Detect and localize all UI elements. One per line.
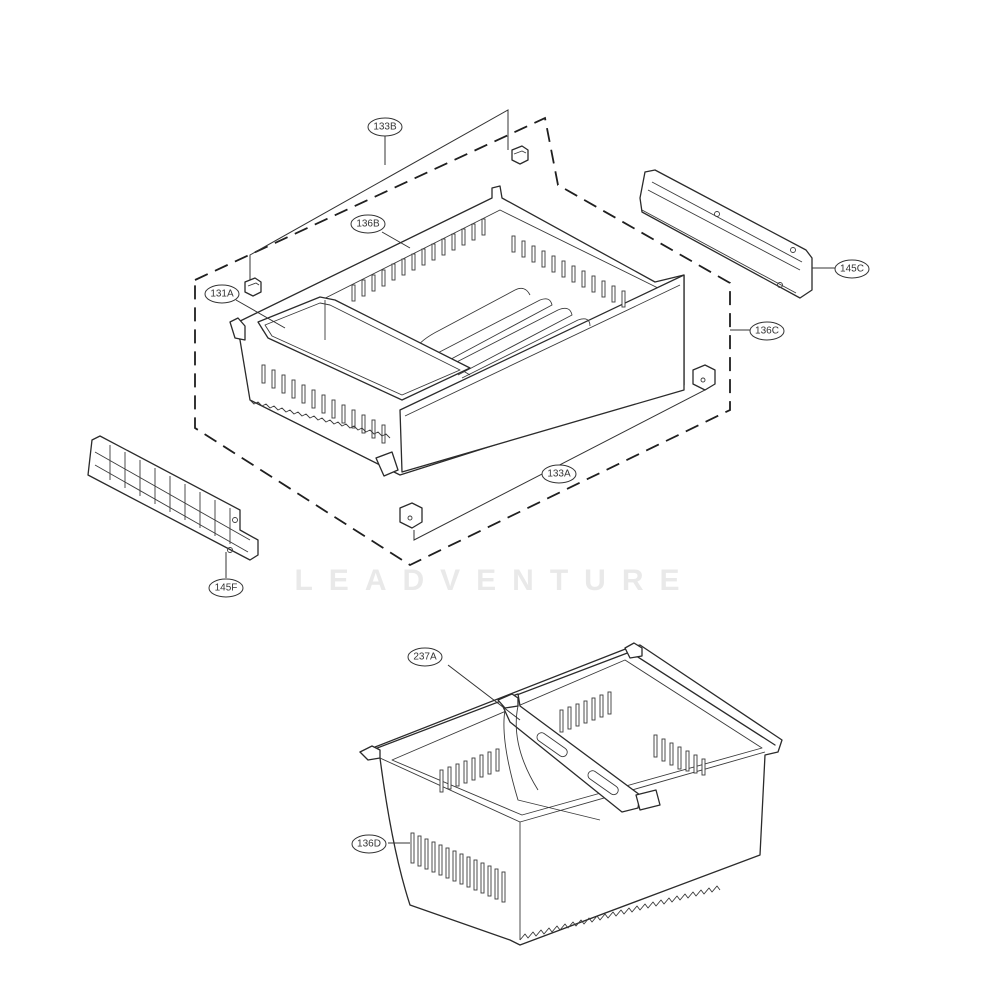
assembly-group-outline — [194, 116, 731, 567]
drawer-tray — [229, 185, 685, 477]
svg-text:133A: 133A — [547, 469, 571, 480]
stopper-icon — [244, 277, 262, 297]
callout-237A[interactable]: 237A — [407, 647, 443, 667]
lower-basket — [359, 642, 783, 946]
callout-136C[interactable]: 136C — [749, 321, 785, 341]
rail-guide-right — [639, 169, 813, 299]
callout-136D[interactable]: 136D — [351, 834, 387, 854]
callout-145F[interactable]: 145F — [208, 578, 244, 598]
callout-133A[interactable]: 133A — [541, 464, 577, 484]
svg-text:136B: 136B — [356, 219, 380, 230]
vent-slots — [261, 218, 626, 444]
stopper-icon — [399, 502, 423, 529]
stopper-icon — [511, 145, 529, 165]
rail-guide-left — [87, 435, 259, 578]
svg-text:145F: 145F — [215, 583, 238, 594]
callout-133B[interactable]: 133B — [367, 117, 403, 137]
vent-slots — [410, 691, 706, 903]
callout-145C[interactable]: 145C — [834, 259, 870, 279]
stopper-icon — [692, 364, 716, 391]
watermark-text: LEADVENTURE — [294, 564, 695, 597]
stopper-upper-group — [244, 109, 529, 297]
svg-text:145C: 145C — [840, 264, 864, 275]
svg-text:136D: 136D — [357, 839, 381, 850]
svg-text:133B: 133B — [373, 122, 397, 133]
svg-text:131A: 131A — [210, 289, 234, 300]
callout-136B[interactable]: 136B — [350, 214, 386, 234]
callout-131A[interactable]: 131A — [204, 284, 240, 304]
svg-text:237A: 237A — [413, 652, 437, 663]
callout-leaders — [235, 231, 835, 844]
svg-text:136C: 136C — [755, 326, 779, 337]
inner-bin — [257, 296, 471, 401]
